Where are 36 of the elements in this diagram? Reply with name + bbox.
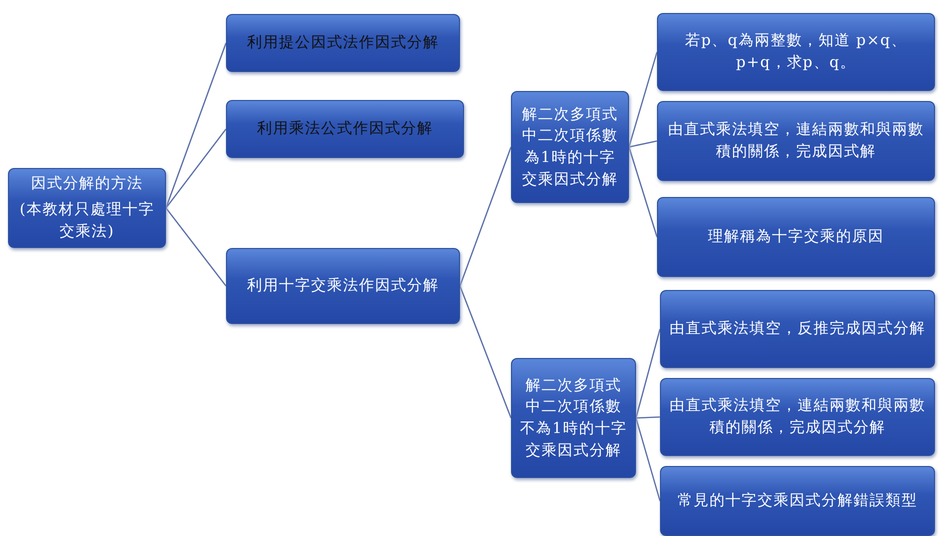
box-text: 因式分解的方法 <box>31 173 143 194</box>
box-note: (本教材只處理十字交乘法) <box>18 199 156 242</box>
topic-box <box>226 14 460 72</box>
box-text: 利用乘法公式作因式分解 <box>257 118 433 140</box>
topic-box <box>660 378 935 456</box>
box-text: 由直式乘法填空，連結兩數和與兩數積的關係，完成因式解 <box>667 119 925 162</box>
connector-line <box>459 286 512 418</box>
topic-box <box>657 101 935 181</box>
connector-line <box>459 146 512 286</box>
box-text: 解二次多項式中二次項係數不為1時的十字交乘因式分解 <box>520 374 627 461</box>
connector-line <box>628 52 658 148</box>
topic-box <box>8 168 166 248</box>
box-text: 由直式乘法填空，反推完成因式分解 <box>670 318 926 340</box>
box-text: 常見的十字交乘因式分解錯誤類型 <box>678 490 918 512</box>
box-text: 解二次多項式中二次項係數為1時的十字交乘因式分解 <box>521 104 619 190</box>
box-text: 理解稱為十字交乘的原因 <box>708 226 884 248</box>
box-text: 由直式乘法填空，連結兩數和與兩數積的關係，完成因式分解 <box>669 395 926 438</box>
box-text: 若p、q為兩整數，知道 p×q、p+q，求p、q。 <box>684 30 908 73</box>
connector-line <box>628 146 658 238</box>
connector-line <box>165 208 227 286</box>
topic-box <box>660 466 935 536</box>
box-text: 利用十字交乘法作因式分解 <box>247 275 439 296</box>
connector-line <box>636 416 660 419</box>
connector-line <box>165 42 227 208</box>
box-text: 利用提公因式法作因式分解 <box>247 32 439 54</box>
connector-line <box>635 418 661 502</box>
connector-line <box>635 328 661 418</box>
connector-line <box>165 128 227 208</box>
topic-box <box>660 290 935 368</box>
topic-box <box>511 91 629 203</box>
topic-box <box>657 13 935 91</box>
topic-box <box>511 358 636 478</box>
topic-box <box>226 100 464 158</box>
connector-line <box>628 140 658 148</box>
topic-box <box>226 248 460 324</box>
topic-box <box>657 197 935 277</box>
